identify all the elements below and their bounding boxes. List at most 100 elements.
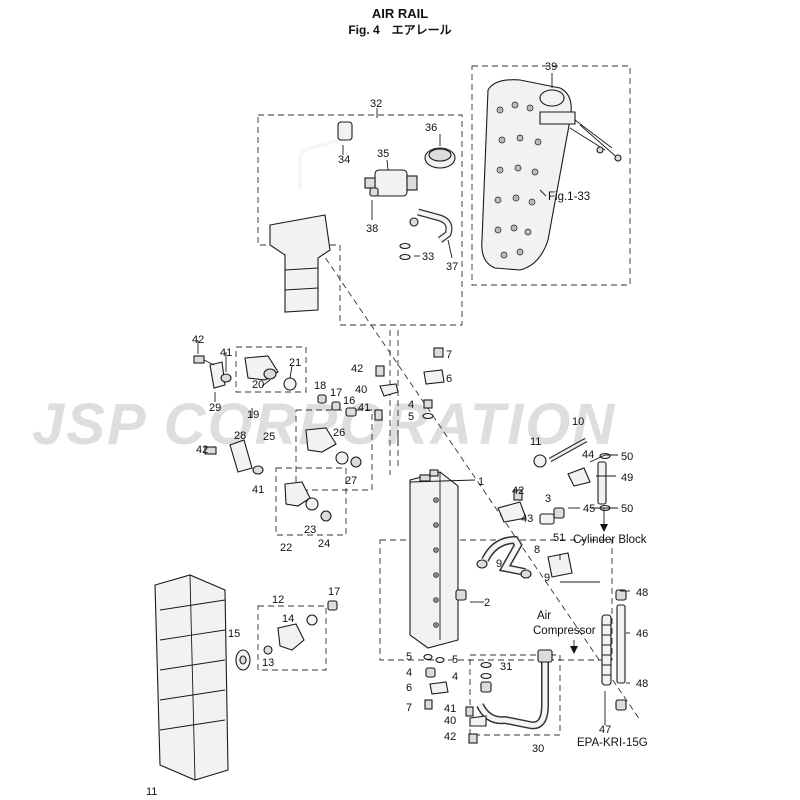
label-13: 13 — [262, 657, 274, 669]
part-25-check-valve — [305, 427, 362, 468]
label-23: 23 — [304, 524, 316, 536]
part-33-orings — [399, 242, 411, 261]
label-4-a: 4 — [408, 399, 414, 411]
label-38: 38 — [366, 223, 378, 235]
page-number: 11 — [146, 786, 158, 798]
label-17-a: 17 — [330, 387, 342, 399]
label-25: 25 — [263, 431, 275, 443]
label-45: 45 — [583, 503, 595, 515]
label-42-d: 42 — [512, 485, 524, 497]
dash-leader-diagonal — [319, 249, 641, 721]
label-42-c: 42 — [196, 444, 208, 456]
label-37: 37 — [446, 261, 458, 273]
part-35-filter — [364, 169, 418, 197]
part-11-washer — [533, 454, 547, 468]
label-39: 39 — [545, 61, 557, 73]
label-40-b: 40 — [444, 715, 456, 727]
label-4-b: 4 — [406, 667, 412, 679]
part-19-check-valve — [244, 355, 279, 381]
group-box-30 — [469, 654, 561, 736]
part-39-bracket — [539, 89, 622, 162]
part-29-bracket — [209, 361, 226, 389]
part-labels: 32 34 35 36 38 33 37 39 42 41 29 21 20 1… — [192, 61, 648, 755]
label-40-a: 40 — [355, 384, 367, 396]
label-9-a: 9 — [496, 558, 502, 570]
label-50-b: 50 — [621, 503, 633, 515]
label-16: 16 — [343, 395, 355, 407]
label-44: 44 — [582, 449, 594, 461]
part-38-plug — [369, 187, 379, 197]
part-2-fitting — [455, 589, 467, 601]
part-48-caps — [615, 589, 627, 711]
cylinder-block-label: Cylinder Block — [573, 534, 647, 546]
part-36-cap — [424, 147, 456, 169]
label-6-a: 6 — [446, 373, 452, 385]
label-9-b: 9 — [544, 572, 550, 584]
label-5-a: 5 — [408, 411, 414, 423]
label-20: 20 — [252, 379, 264, 391]
group-box-rail-lines — [379, 539, 613, 661]
part-10-bolt — [548, 437, 588, 463]
group-box-19 — [235, 346, 307, 393]
label-28: 28 — [234, 430, 246, 442]
label-8: 8 — [534, 544, 540, 556]
label-17-b: 17 — [328, 586, 340, 598]
label-48-a: 48 — [636, 587, 648, 599]
cylinder-cover-plate — [481, 79, 572, 271]
label-41-c: 41 — [252, 484, 264, 496]
label-46: 46 — [636, 628, 648, 640]
part-34-hose — [298, 121, 353, 190]
part-41-nut-upper — [220, 373, 232, 383]
label-19: 19 — [247, 409, 259, 421]
part-17-plug-lower — [327, 600, 338, 611]
label-41-d: 41 — [444, 703, 456, 715]
label-33: 33 — [422, 251, 434, 263]
label-11: 11 — [530, 436, 541, 448]
label-12: 12 — [272, 594, 284, 606]
diagram-subtitle: Fig. 4 エアレール — [348, 23, 452, 37]
group-box-12 — [257, 605, 327, 671]
label-31: 31 — [500, 661, 512, 673]
label-5-b: 5 — [406, 651, 412, 663]
part-43-fitting — [497, 489, 527, 523]
upper-rail-small-parts — [422, 347, 445, 420]
part-28-bracket — [204, 439, 264, 475]
air-compressor-label-line1: Air — [537, 610, 551, 622]
label-34: 34 — [338, 154, 350, 166]
part-22-check-valve — [284, 481, 332, 522]
part-46-tube — [616, 604, 626, 684]
label-26: 26 — [333, 427, 345, 439]
label-41-a: 41 — [220, 347, 232, 359]
label-50-a: 50 — [621, 451, 633, 463]
label-18: 18 — [314, 380, 326, 392]
part-30-pipe — [476, 649, 553, 730]
label-7-a: 7 — [446, 349, 452, 361]
label-24: 24 — [318, 538, 330, 550]
label-32: 32 — [370, 98, 382, 110]
part-16-17-18-fittings — [317, 365, 399, 421]
part-44-clamp — [567, 467, 591, 487]
part-3-fitting — [539, 507, 565, 525]
label-29: 29 — [209, 402, 221, 414]
label-48-b: 48 — [636, 678, 648, 690]
part-49-tube — [597, 452, 611, 512]
part-51-label — [547, 552, 573, 578]
label-14: 14 — [282, 613, 294, 625]
part-31-fittings — [480, 661, 492, 693]
dash-leader-rail — [389, 330, 399, 475]
label-1: 1 — [478, 476, 484, 488]
label-47: 47 — [599, 724, 611, 736]
label-10: 10 — [572, 416, 584, 428]
part-1-air-rail — [409, 469, 459, 649]
label-5-c: 5 — [452, 654, 458, 666]
label-21: 21 — [289, 357, 301, 369]
part-12-elbow — [263, 614, 318, 655]
kit-code-label: EPA-KRI-15G — [577, 737, 648, 749]
part-42-bolt-upper — [193, 355, 215, 366]
group-box-cylinder-cover — [471, 65, 631, 286]
part-9-clamps — [476, 559, 532, 579]
label-22: 22 — [280, 542, 292, 554]
cylinder-block-arrowhead — [600, 524, 608, 532]
